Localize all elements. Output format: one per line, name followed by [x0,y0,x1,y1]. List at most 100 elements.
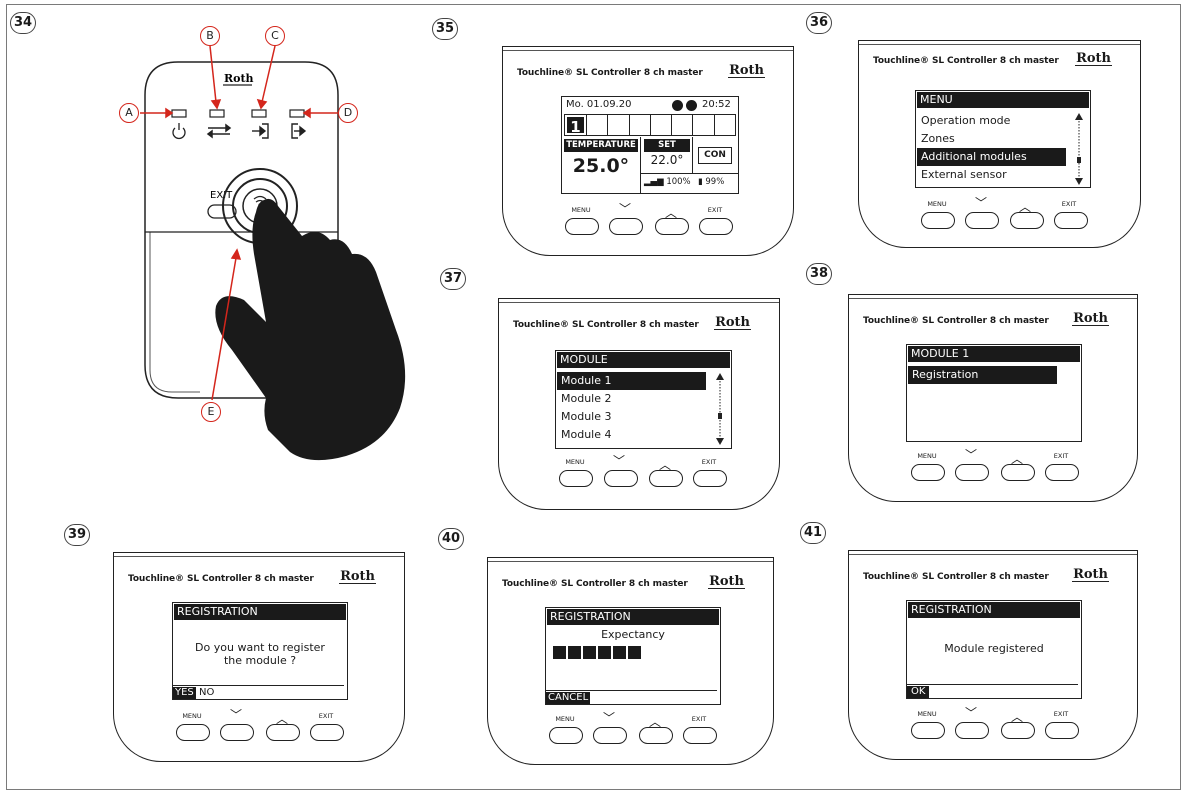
progress-block [613,646,626,659]
controller-title: Touchline® SL Controller 8 ch master [128,574,314,584]
down-arrow-icon: ﹀ [618,202,631,216]
down-arrow-icon: ﹀ [964,448,977,462]
cancel-softkey[interactable]: CANCEL [546,692,591,704]
down-button[interactable] [220,724,254,741]
ok-softkey[interactable]: OK [907,686,930,698]
module-item-4[interactable]: Module 4 [561,428,612,441]
up-arrow-icon: ︿ [1010,710,1023,724]
down-button[interactable] [593,727,627,744]
down-button[interactable] [609,218,643,235]
led-registration [251,109,267,118]
up-arrow-icon: ︿ [1010,452,1023,466]
battery-level: ▮ 99% [698,177,725,187]
date-display: Mo. 01.09.20 [566,99,632,110]
menu-item-additional-modules[interactable]: Additional modules [917,148,1066,166]
step-number-36: 36 [806,12,832,34]
exit-button[interactable] [693,470,727,487]
progress-block [553,646,566,659]
callout-c: C [265,26,285,46]
exit-button-label: EXIT [1053,452,1069,460]
up-arrow-icon: ︿ [648,715,661,729]
registration-header: REGISTRATION [174,604,346,620]
up-button[interactable] [639,727,673,744]
down-button[interactable] [955,722,989,739]
set-value: 22.0° [650,153,684,167]
down-button[interactable] [955,464,989,481]
registration-success-screen: REGISTRATION Module registered OK [906,600,1082,699]
menu-item-operation-mode[interactable]: Operation mode [921,114,1011,127]
led-exit [289,109,305,118]
controller-title: Touchline® SL Controller 8 ch master [873,56,1059,66]
down-button[interactable] [604,470,638,487]
registration-progress-screen: REGISTRATION Expectancy CANCEL [545,607,721,705]
controller-title: Touchline® SL Controller 8 ch master [502,579,688,589]
exit-button[interactable] [1045,722,1079,739]
step-number-35: 35 [432,18,458,40]
exit-button-label: EXIT [1061,200,1077,208]
zone-strip: 1 [564,114,736,136]
up-button[interactable] [1010,212,1044,229]
exit-button[interactable] [310,724,344,741]
menu-item-zones[interactable]: Zones [921,132,955,145]
temperature-value: 25.0° [572,155,630,177]
menu-button[interactable] [911,464,945,481]
exit-button[interactable] [1045,464,1079,481]
controller-title: Touchline® SL Controller 8 ch master [863,316,1049,326]
exit-button-label: EXIT [318,712,334,720]
exit-button-label: EXIT [1053,710,1069,718]
mode-badge: CON [698,147,732,164]
controller-36: Touchline® SL Controller 8 ch master Rot… [858,40,1141,248]
exit-button[interactable] [699,218,733,235]
menu-button-label: MENU [182,712,202,720]
exit-button[interactable] [1054,212,1088,229]
down-button[interactable] [965,212,999,229]
menu-button[interactable] [549,727,583,744]
up-arrow-icon: ︿ [275,712,288,726]
roth-logo: Roth [339,569,376,584]
hand-icon [215,198,406,461]
registration-progress [553,646,641,659]
menu-button[interactable] [911,722,945,739]
registration-item[interactable]: Registration [908,366,1057,384]
led-communication [209,109,225,118]
step-number-41: 41 [800,522,826,544]
menu-button[interactable] [559,470,593,487]
time-display: 20:52 [702,99,731,110]
menu-button[interactable] [565,218,599,235]
logout-icon [291,123,307,139]
module-registered-message: Module registered [944,642,1044,655]
up-button[interactable] [1001,722,1035,739]
progress-block [583,646,596,659]
yes-softkey[interactable]: YES [173,687,196,699]
controller-37: Touchline® SL Controller 8 ch master Rot… [498,298,780,510]
exit-button[interactable] [683,727,717,744]
module-item-3[interactable]: Module 3 [561,410,612,423]
menu-button[interactable] [176,724,210,741]
up-button[interactable] [655,218,689,235]
mode-icon [672,100,683,111]
register-confirm-screen: REGISTRATION Do you want to register the… [172,602,348,700]
no-softkey[interactable]: NO [199,687,215,698]
menu-button[interactable] [921,212,955,229]
controller-title: Touchline® SL Controller 8 ch master [513,320,699,330]
down-arrow-icon: ﹀ [602,711,615,725]
register-question-line-1: Do you want to register [195,641,325,654]
down-arrow-icon: ﹀ [612,454,625,468]
roth-logo: Roth [1075,51,1112,66]
module-item-1[interactable]: Module 1 [557,372,706,390]
hub-exit-button[interactable] [207,204,237,219]
temperature-label: TEMPERATURE [564,139,638,152]
menu-button-label: MENU [917,452,937,460]
callout-arrows [140,45,338,401]
up-button[interactable] [266,724,300,741]
signal-strength: ▂▄▆ 100% [644,177,691,187]
controller-title: Touchline® SL Controller 8 ch master [863,572,1049,582]
module-item-2[interactable]: Module 2 [561,392,612,405]
menu-scrollbar[interactable] [1074,113,1084,185]
up-button[interactable] [649,470,683,487]
module-scrollbar[interactable] [715,373,725,445]
controller-40: Touchline® SL Controller 8 ch master Rot… [487,557,774,765]
menu-item-external-sensor[interactable]: External sensor [921,168,1007,181]
roth-logo: Roth [728,63,765,78]
up-button[interactable] [1001,464,1035,481]
